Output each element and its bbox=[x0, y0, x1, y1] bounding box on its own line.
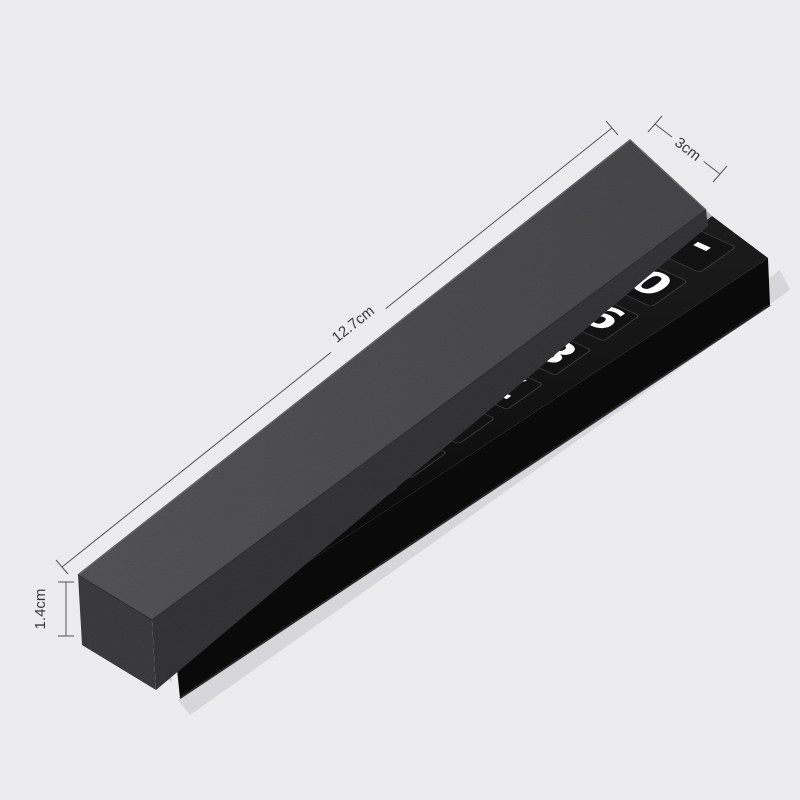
height-label: 1.4cm bbox=[32, 589, 49, 630]
dimension-height: 1.4cm bbox=[30, 580, 74, 640]
dimension-length: 12.7cm bbox=[55, 120, 619, 575]
felt-block bbox=[77, 139, 708, 690]
